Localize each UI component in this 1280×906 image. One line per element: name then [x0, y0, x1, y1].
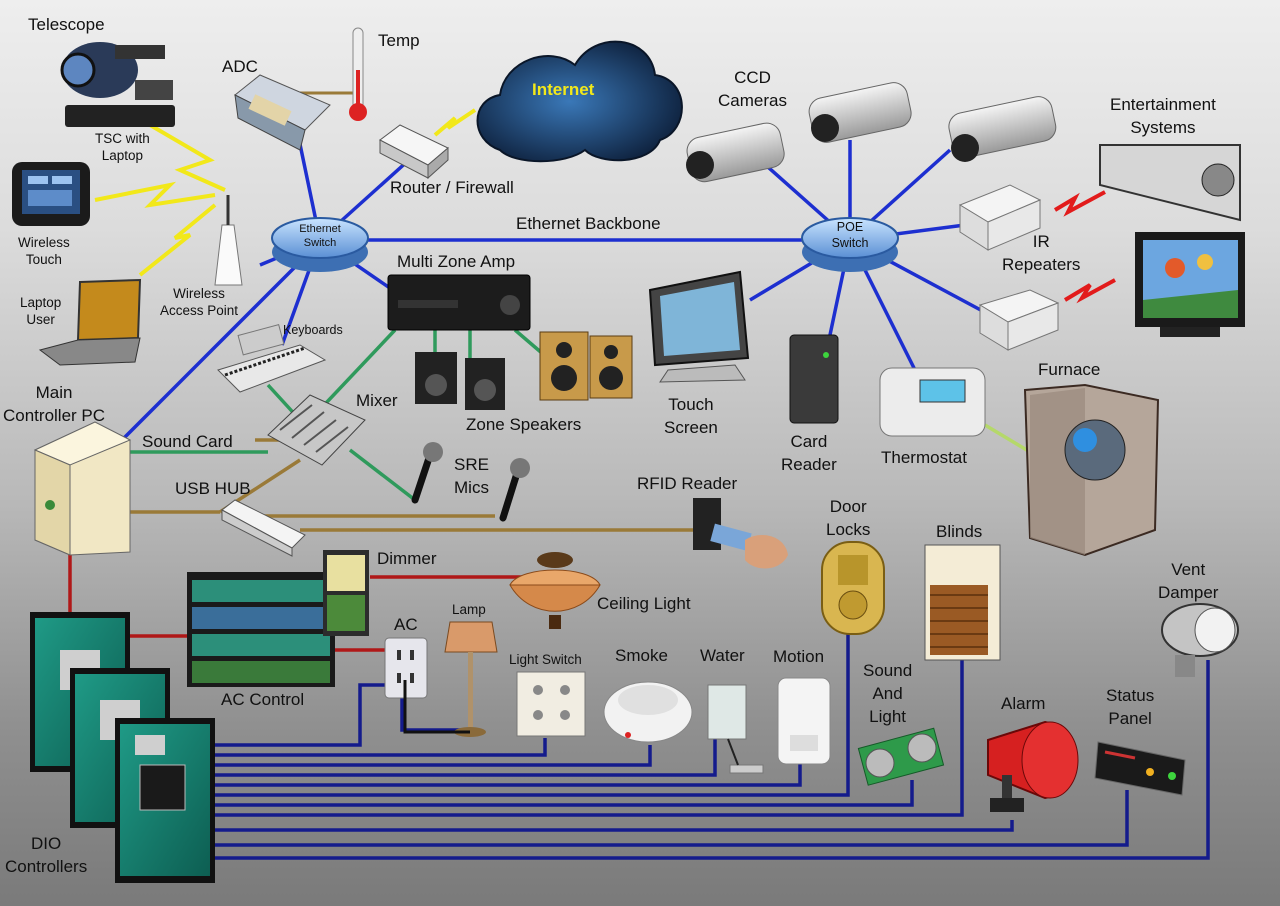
- label-wireless-ap: Wireless Access Point: [160, 286, 239, 318]
- label-tsc-laptop: TSC with Laptop: [95, 131, 150, 163]
- label-entertainment: Entertainment Systems: [1110, 95, 1216, 137]
- label-sre-mics: SRE Mics: [454, 455, 489, 497]
- label-dio-controllers: DIO Controllers: [5, 834, 88, 876]
- poe-switch-hub: [801, 217, 899, 272]
- label-temp: Temp: [378, 31, 420, 50]
- label-ceiling-light: Ceiling Light: [597, 594, 691, 613]
- label-touch-screen: Touch Screen: [664, 395, 718, 437]
- ac-control-rack: [187, 572, 335, 687]
- touch-screen-device: [648, 270, 750, 383]
- door-lock-device: [821, 541, 885, 635]
- ir-repeater-1: [958, 184, 1042, 251]
- wireless-touch-device: [12, 162, 90, 226]
- label-keyboards: Keyboards: [283, 323, 343, 337]
- label-dimmer: Dimmer: [377, 549, 437, 568]
- laptop-device: [38, 278, 142, 366]
- dio-controller-3: [115, 718, 215, 883]
- label-ethernet-backbone: Ethernet Backbone: [516, 214, 661, 233]
- keyboard-device: [217, 324, 327, 393]
- ccd-camera-3: [948, 96, 1057, 162]
- telescope-device: [60, 42, 175, 127]
- ir-repeater-2: [978, 289, 1060, 351]
- zone-speaker-small-2: [465, 358, 505, 410]
- label-card-reader: Card Reader: [781, 432, 837, 474]
- thermometer-device: [349, 27, 367, 121]
- sound-and-light-device: [857, 727, 945, 786]
- label-furnace: Furnace: [1038, 360, 1101, 379]
- thermostat-device: [879, 367, 986, 437]
- label-router: Router / Firewall: [390, 178, 514, 197]
- furnace-device: [1023, 383, 1160, 557]
- label-zone-speakers: Zone Speakers: [466, 415, 582, 434]
- usb-hub-device: [221, 499, 306, 557]
- blinds-device: [924, 544, 1001, 661]
- label-water: Water: [700, 646, 745, 665]
- motion-sensor-device: [777, 677, 831, 765]
- label-lamp: Lamp: [452, 602, 486, 617]
- label-mixer: Mixer: [356, 391, 398, 410]
- power-wires: [68, 555, 525, 652]
- label-blinds: Blinds: [936, 522, 983, 541]
- sre-mic-2: [499, 458, 530, 522]
- mixer-device: [267, 394, 366, 466]
- light-switch-device: [516, 671, 586, 737]
- label-vent-damper: Vent Damper: [1158, 560, 1219, 602]
- dimmer-device: [323, 550, 369, 636]
- ceiling-light-device: [509, 552, 601, 629]
- tv-device: [1135, 232, 1245, 337]
- smoke-detector-device: [603, 681, 693, 743]
- access-point-device: [214, 195, 243, 286]
- label-sound-card: Sound Card: [142, 432, 233, 451]
- amplifier-device: [387, 274, 531, 331]
- main-pc-device: [33, 421, 132, 556]
- label-ac-control: AC Control: [221, 690, 305, 709]
- label-internet: Internet: [532, 80, 595, 99]
- dio-bus-wires: [215, 565, 1210, 860]
- label-main-pc: Main Controller PC: [3, 383, 106, 425]
- status-panel-device: [1094, 741, 1186, 796]
- ccd-camera-1: [686, 122, 785, 183]
- label-motion: Motion: [773, 647, 825, 666]
- card-reader-device: [789, 334, 839, 424]
- wireless-links: [94, 108, 477, 277]
- label-telescope: Telescope: [28, 15, 105, 34]
- label-wireless-touch: Wireless Touch: [18, 235, 70, 267]
- ir-links: [1053, 190, 1116, 304]
- zone-speaker-wood-2: [589, 335, 633, 399]
- label-sound-and-light: Sound And Light: [863, 661, 913, 726]
- label-door-locks: Door Locks: [826, 497, 871, 539]
- internet-cloud: [476, 40, 683, 163]
- label-rfid-reader: RFID Reader: [637, 474, 738, 493]
- adc-device: [234, 74, 331, 151]
- alarm-device: [987, 720, 1079, 812]
- rfid-reader-device: [693, 498, 788, 569]
- sre-mic-1: [411, 442, 443, 504]
- label-laptop-user: Laptop User: [20, 295, 62, 327]
- label-ccd-cameras: CCD Cameras: [718, 68, 787, 110]
- label-poe-switch: POE Switch: [831, 220, 869, 250]
- lamp-device: [444, 621, 498, 737]
- label-alarm: Alarm: [1001, 694, 1046, 713]
- label-adc: ADC: [222, 57, 258, 76]
- label-thermostat: Thermostat: [881, 448, 967, 467]
- vent-damper-device: [1161, 603, 1239, 677]
- av-receiver-device: [1099, 144, 1241, 222]
- label-ethernet-switch: Ethernet Switch: [299, 223, 341, 249]
- label-smoke: Smoke: [615, 646, 668, 665]
- ccd-camera-2: [808, 82, 912, 143]
- label-ir-repeaters: IR Repeaters: [1002, 232, 1081, 274]
- zone-speaker-wood-1: [539, 331, 589, 401]
- router-device: [379, 124, 449, 180]
- zone-speaker-small-1: [415, 352, 457, 404]
- label-status-panel: Status Panel: [1106, 686, 1155, 728]
- ac-outlet-device: [384, 637, 470, 734]
- label-ac: AC: [394, 615, 418, 634]
- label-multi-zone-amp: Multi Zone Amp: [397, 252, 516, 271]
- water-sensor-device: [707, 684, 764, 774]
- label-usb-hub: USB HUB: [175, 479, 251, 498]
- label-light-switch: Light Switch: [509, 652, 582, 667]
- ethernet-switch-hub: [271, 217, 369, 272]
